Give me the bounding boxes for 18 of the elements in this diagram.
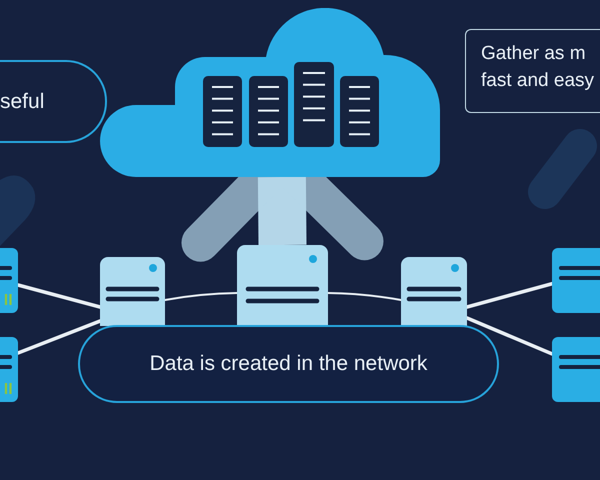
note-text: Gather as m fast and easy [481,42,596,93]
connector-line [327,292,402,301]
server-icon [552,337,600,402]
statement-pill [0,60,107,143]
statement-text: Data is created in the network [150,352,428,376]
server-icon [100,257,165,326]
connector-line [16,319,102,355]
server-icon [0,248,18,313]
connector-line [465,282,554,309]
note-panel [465,29,600,113]
connector-line [16,283,102,309]
server-icon [237,245,328,326]
server-icon [552,248,600,313]
statement-text: seful [0,90,44,114]
server-icon [0,337,18,402]
server-icon [401,257,467,326]
connector-line [164,292,238,301]
connector-line [465,316,554,356]
